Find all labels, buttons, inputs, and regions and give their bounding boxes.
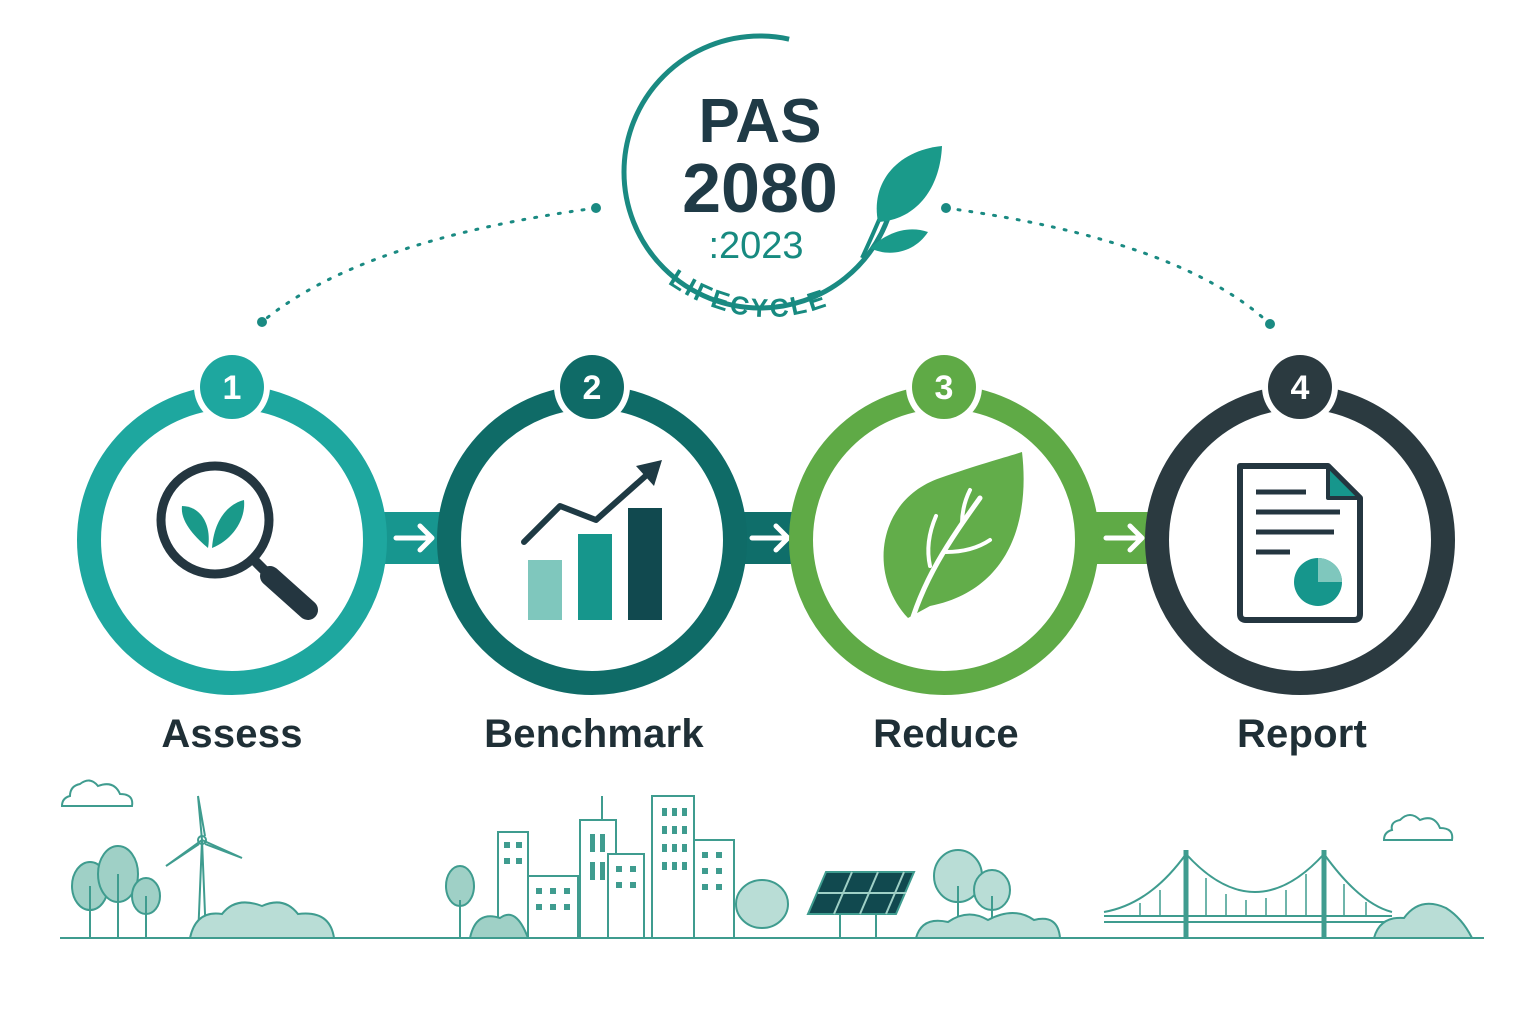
step-number: 1	[223, 369, 242, 407]
step-number-badge	[1268, 355, 1332, 419]
logo-title-pas: PAS	[699, 87, 822, 156]
document-pie-icon	[1237, 463, 1363, 623]
step-number-badge	[200, 355, 264, 419]
dotted-connectors	[257, 203, 1275, 329]
step-number: 2	[583, 369, 602, 407]
step-label-benchmark: Benchmark	[484, 712, 704, 756]
tree-group-left	[71, 845, 161, 938]
arrow-right-icon	[1103, 523, 1145, 553]
logo-ring	[621, 33, 899, 311]
step-number: 4	[1291, 369, 1310, 407]
leaf-icon	[883, 452, 1024, 637]
city-buildings	[445, 795, 789, 939]
wind-turbine-icon	[165, 795, 243, 939]
logo-year: :2023	[708, 225, 803, 267]
step-label-reduce: Reduce	[873, 712, 1019, 756]
step-number-badge	[912, 355, 976, 419]
logo-title-2080: 2080	[682, 149, 838, 227]
bar-chart-trend-icon	[521, 460, 662, 620]
step-number: 3	[935, 369, 954, 407]
arrow-right-icon	[393, 523, 435, 553]
tree-group-middle	[914, 849, 1062, 939]
logo-leaf-icon	[860, 146, 942, 259]
solar-panel-icon	[806, 871, 916, 938]
logo-arc-lifecycle: LIFECYCLE	[664, 263, 832, 323]
bush-shape	[188, 901, 336, 939]
bridge-icon	[1103, 850, 1393, 938]
step-label-report: Report	[1236, 712, 1368, 756]
cloud-icon	[60, 779, 134, 807]
arrow-right-icon	[749, 523, 791, 553]
step-label-assess: Assess	[161, 712, 303, 756]
skyline-illustration	[60, 779, 1484, 939]
bush-shape	[1372, 902, 1474, 939]
step-number-badge	[560, 355, 624, 419]
magnifier-leaf-icon	[156, 461, 318, 620]
cloud-icon	[1382, 814, 1454, 841]
pas-2080-logo: PAS 2080 :2023 LIFECYCLE	[621, 33, 942, 323]
